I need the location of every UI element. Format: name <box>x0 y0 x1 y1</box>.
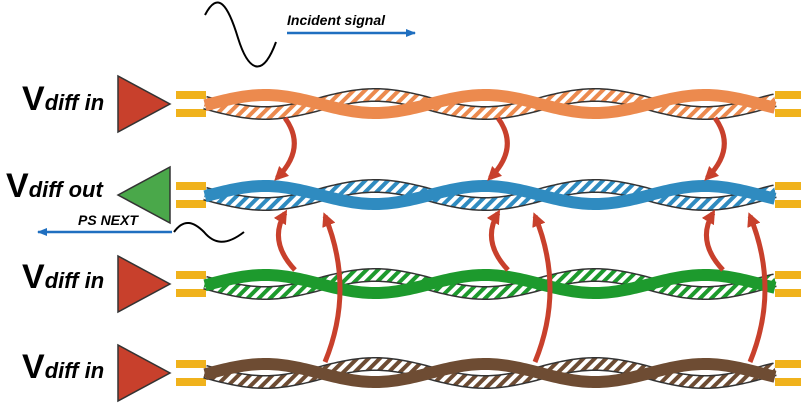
psnext-sine-wave <box>173 222 245 243</box>
terminal-left <box>176 271 206 279</box>
coupling-arrow <box>701 209 725 272</box>
driver-amplifier <box>117 74 172 134</box>
receiver-amplifier <box>116 165 171 225</box>
coupling-arrow <box>274 116 297 181</box>
terminal-left <box>176 109 206 117</box>
conductor-solid <box>203 357 777 389</box>
incident-sine-wave <box>204 1 277 68</box>
terminal-left <box>176 360 206 368</box>
conductor-striped <box>203 180 777 210</box>
pair-4-label: Vdiff in <box>22 348 105 386</box>
terminal-right <box>775 360 801 368</box>
pair-4 <box>117 343 801 403</box>
pair-1-label: Vdiff in <box>22 80 105 118</box>
pair-3-label: Vdiff in <box>22 258 105 296</box>
conductor-solid <box>203 88 777 120</box>
driver-amplifier <box>117 343 172 403</box>
coupling-arrow <box>486 209 510 272</box>
terminal-right <box>775 200 801 208</box>
terminal-right <box>775 378 801 386</box>
psnext-label: PS NEXT <box>78 212 138 228</box>
coupling-arrow <box>487 116 510 181</box>
terminal-right <box>775 289 801 297</box>
pair-3 <box>117 254 801 314</box>
conductor-solid <box>203 268 777 300</box>
pair-1 <box>117 74 801 134</box>
conductor-striped <box>203 358 777 388</box>
conductor-solid <box>203 179 777 211</box>
terminal-left <box>176 200 206 208</box>
conductor-striped <box>203 269 777 299</box>
terminal-right <box>775 182 801 190</box>
coupling-arrow <box>747 212 768 363</box>
pair-2 <box>116 165 801 225</box>
incident-signal-label: Incident signal <box>287 12 386 28</box>
terminal-right <box>775 109 801 117</box>
coupling-arrow <box>273 209 297 272</box>
driver-amplifier <box>117 254 172 314</box>
terminal-left <box>176 378 206 386</box>
conductor-striped <box>203 89 777 119</box>
terminal-left <box>176 289 206 297</box>
coupling-arrow <box>704 116 727 181</box>
terminal-right <box>775 271 801 279</box>
coupling-arrow <box>532 212 553 363</box>
terminal-left <box>176 182 206 190</box>
coupling-arrow <box>322 212 343 363</box>
terminal-right <box>775 91 801 99</box>
terminal-left <box>176 91 206 99</box>
pair-2-label: Vdiff out <box>6 167 103 205</box>
